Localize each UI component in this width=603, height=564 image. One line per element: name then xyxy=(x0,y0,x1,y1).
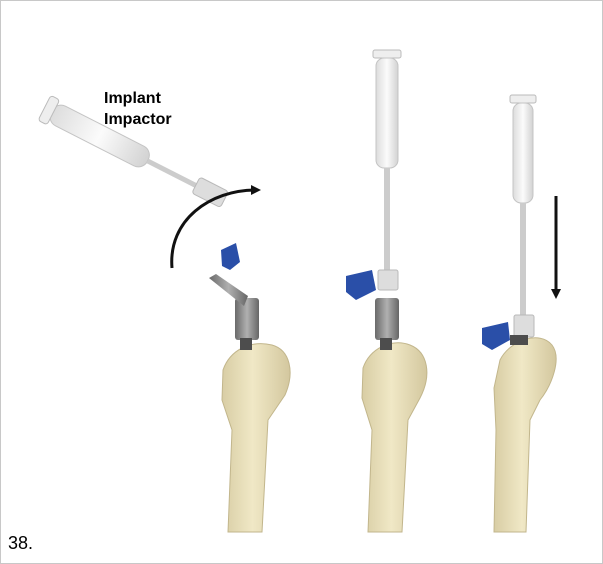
step-3-assembly xyxy=(482,95,556,532)
implant-impactor-label-line2: Impactor xyxy=(104,109,172,130)
figure-number: 38. xyxy=(8,532,33,554)
implant-collar-2 xyxy=(380,338,392,350)
impactor-head-2 xyxy=(378,270,398,290)
impactor-head-3 xyxy=(514,315,534,337)
impactor-plunger-2 xyxy=(373,50,401,58)
implant-neck-1 xyxy=(209,274,248,306)
impactor-plunger-3 xyxy=(510,95,536,103)
implant-collar-1 xyxy=(240,338,252,350)
blue-clip-3 xyxy=(482,322,510,350)
femur-bone-2 xyxy=(362,343,427,532)
blue-clip-2 xyxy=(346,270,376,300)
impactor-shaft-2 xyxy=(384,168,390,280)
blue-clip-1 xyxy=(221,243,240,270)
implant-body-2 xyxy=(375,298,399,340)
implant-impactor-label-line1: Implant xyxy=(104,88,172,109)
step-1-assembly xyxy=(38,95,290,532)
impactor-barrel-3 xyxy=(513,103,533,203)
femur-bone-1 xyxy=(222,344,290,532)
impactor-barrel-2 xyxy=(376,58,398,168)
step-2-assembly xyxy=(346,50,427,532)
implant-collar-3 xyxy=(510,335,528,345)
implant-body-1 xyxy=(235,298,259,340)
implant-impactor-label: Implant Impactor xyxy=(104,88,172,130)
femur-bone-3 xyxy=(494,338,556,532)
impactor-shaft-3 xyxy=(520,203,526,315)
